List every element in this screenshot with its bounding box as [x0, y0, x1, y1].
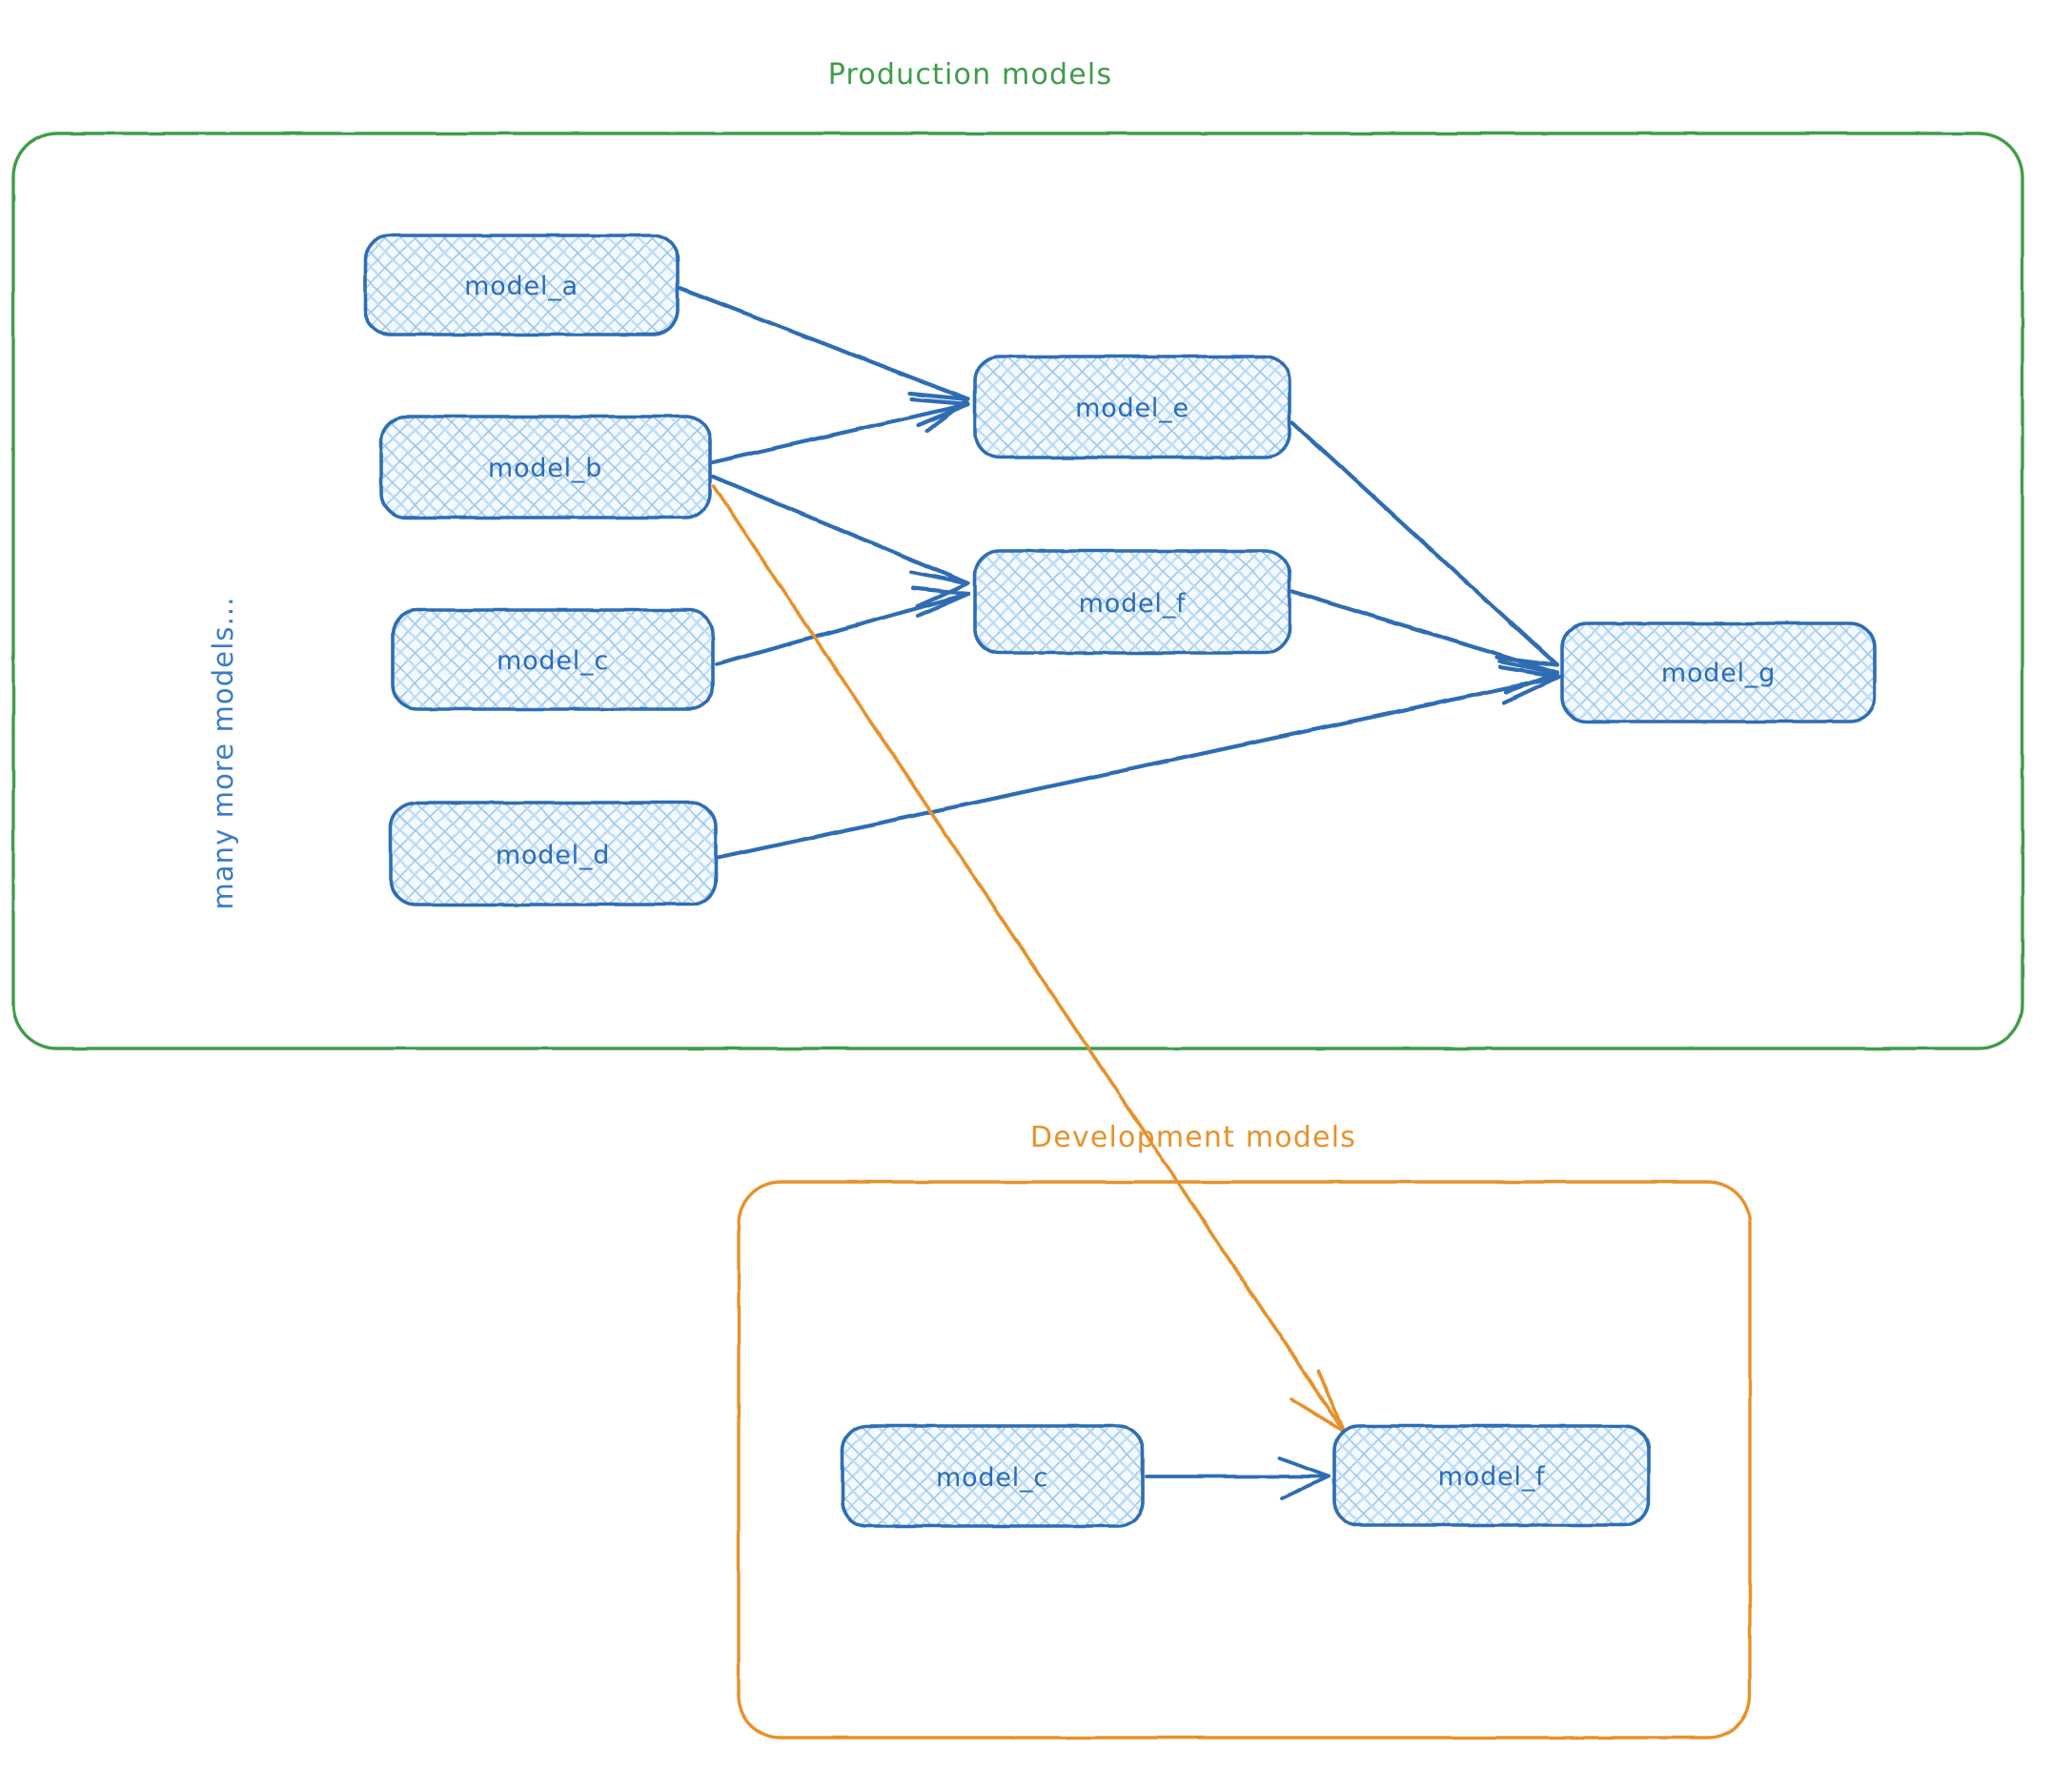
node-model-f-label: model_f	[1079, 589, 1187, 619]
edge-b-devf	[712, 484, 1346, 1434]
edge-d-g	[715, 664, 1562, 861]
node-dev-model-c-box[interactable]	[841, 1424, 1145, 1528]
node-model-e-label: model_e	[1075, 394, 1189, 423]
edge-b-e	[710, 397, 971, 465]
node-model-c-label: model_c	[497, 646, 609, 676]
group-production-border	[11, 132, 2024, 1050]
node-dev-model-f-box[interactable]	[1332, 1424, 1651, 1527]
edges-layer	[677, 285, 1562, 1500]
node-model-d-label: model_d	[496, 841, 610, 870]
node-model-a-box[interactable]	[363, 234, 680, 336]
node-model-g-box[interactable]	[1560, 621, 1877, 723]
node-dev-model-f[interactable]: model_f	[1332, 1424, 1651, 1527]
edge-a-e	[677, 285, 971, 434]
node-model-g-label: model_g	[1661, 659, 1776, 688]
node-model-e-box[interactable]	[973, 355, 1291, 459]
node-model-a-label: model_a	[464, 272, 579, 301]
group-production: Production models	[11, 58, 2024, 1050]
nodes-layer: model_a model_b model_c model_d model_e	[363, 234, 1877, 1528]
node-model-e[interactable]: model_e	[973, 355, 1291, 459]
node-model-c[interactable]: model_c	[391, 608, 715, 711]
edge-b-f	[710, 474, 971, 609]
group-development: Development models	[737, 1121, 1752, 1740]
node-model-d-box[interactable]	[389, 801, 718, 906]
node-model-d[interactable]: model_d	[389, 801, 718, 906]
node-model-b-box[interactable]	[379, 415, 712, 519]
node-dev-model-c-label: model_c	[936, 1463, 1048, 1493]
node-dev-model-f-label: model_f	[1438, 1462, 1546, 1492]
node-model-g[interactable]: model_g	[1560, 621, 1877, 723]
group-development-border	[737, 1180, 1752, 1740]
edge-e-g	[1290, 419, 1560, 668]
node-model-c-box[interactable]	[391, 608, 715, 711]
many-more-models-note: many more models...	[207, 596, 239, 909]
node-model-b-label: model_b	[488, 454, 602, 483]
edge-c-f	[714, 585, 971, 667]
node-dev-model-c[interactable]: model_c	[841, 1424, 1145, 1528]
node-model-f[interactable]: model_f	[973, 549, 1291, 655]
edge-f-g	[1290, 588, 1560, 695]
group-production-title: Production models	[828, 58, 1113, 92]
node-model-a[interactable]: model_a	[363, 234, 680, 336]
node-model-f-box[interactable]	[973, 549, 1291, 655]
edge-devc-devf	[1145, 1456, 1331, 1500]
node-model-b[interactable]: model_b	[379, 415, 712, 519]
group-development-title: Development models	[1030, 1121, 1356, 1154]
